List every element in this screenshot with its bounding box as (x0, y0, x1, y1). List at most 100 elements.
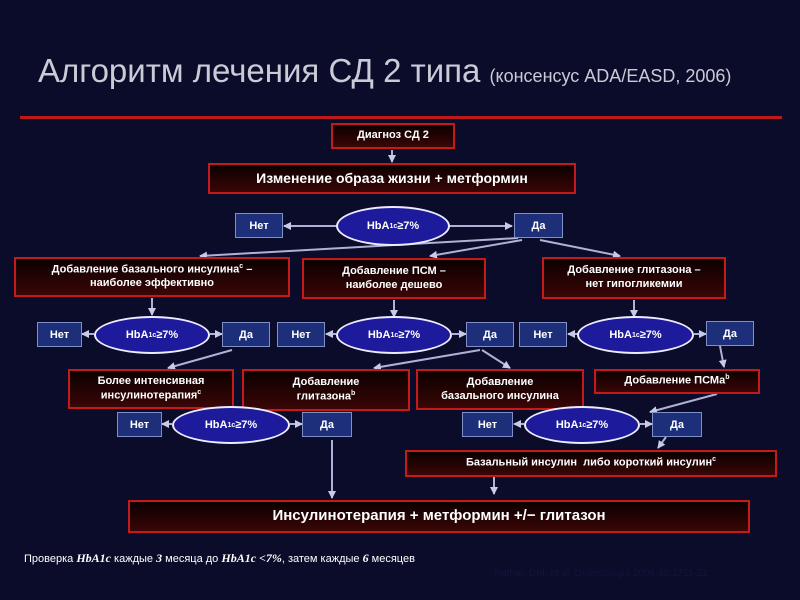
footer-mid2: месяца до (162, 553, 222, 565)
basal-line1: Добавление базального инсулина (51, 263, 240, 276)
footer-note: Проверка HbA1c каждые 3 месяца до HbA1c … (24, 551, 415, 566)
arrow-yes-add-glit (373, 349, 481, 371)
footer-hba2: HbA1c <7% (221, 551, 282, 565)
footer-mid3: , затем каждые (281, 553, 363, 565)
test-suffix: ≥7% (586, 419, 609, 431)
add-glitazone-box: Добавление глитазонаb (242, 369, 410, 411)
basal-or-short-sup: c (712, 456, 717, 464)
basal-insulin-box: Добавление базального инсулинаc – наибол… (14, 257, 290, 297)
add-psm-sup: b (725, 374, 730, 382)
psm-box: Добавление ПСМ – наиболее дешево (302, 258, 486, 299)
test-suffix: ≥7% (235, 419, 258, 431)
test-suffix: ≥7% (398, 329, 421, 341)
test-suffix: ≥7% (397, 220, 420, 232)
intensive-sup: c (197, 388, 202, 396)
test-sub: 1c (148, 331, 157, 339)
yes-box-3: Да (466, 322, 514, 347)
arrow-yes-add-psm (718, 345, 727, 368)
glit-line1: Добавление глитазона – (567, 264, 701, 277)
add-basal-box: Добавление базального инсулина (416, 369, 584, 410)
basal-line2: наиболее эффективно (90, 277, 214, 290)
psm-line1: Добавление ПСМ – (342, 264, 446, 277)
final-therapy-box: Инсулинотерапия + метформин +/− глитазон (128, 500, 750, 533)
test-label: HbA (366, 220, 390, 232)
footer-prefix: Проверка (24, 553, 77, 565)
arrow-yes-psm (429, 239, 523, 259)
test-label: HbA (555, 419, 579, 431)
footer-n1: 3 (156, 551, 163, 565)
yes-box-1: Да (514, 213, 563, 238)
arrow-yes-intensive (167, 349, 233, 370)
yes-box-6: Да (652, 412, 702, 437)
no-box-5: Нет (117, 412, 162, 437)
yes-box-4: Да (706, 321, 754, 346)
no-box-4: Нет (519, 322, 567, 347)
add-basal-line1: Добавление (466, 375, 534, 388)
basal-or-short-box: Базальный инсулин либо короткий инсулинc (405, 450, 777, 477)
basal-sup: c (239, 262, 244, 270)
footer-mid4: месяцев (368, 553, 415, 565)
no-label: Нет (291, 328, 311, 341)
yes-label: Да (670, 418, 684, 431)
test-label: HbA (125, 329, 149, 341)
add-psm-text: Добавление ПСМа (624, 374, 726, 387)
test-sub: 1c (631, 331, 640, 339)
intensive-line1: Более интенсивная (97, 374, 205, 387)
add-glit-line2: глитазона (296, 390, 352, 403)
intensive-line2: инсулинотерапия (100, 389, 198, 402)
no-box-1: Нет (235, 213, 283, 238)
final-therapy-text: Инсулинотерапия + метформин +/− глитазон (272, 507, 606, 525)
glitazone-box: Добавление глитазона – нет гипогликемии (542, 257, 726, 299)
arrow-add-psm-test (649, 393, 718, 415)
no-box-3: Нет (277, 322, 325, 347)
footer-hba: HbA1c (76, 551, 111, 565)
test-label: HbA (204, 419, 228, 431)
add-glit-sup: b (351, 389, 356, 397)
basal-line1-end: – (243, 263, 253, 276)
no-label: Нет (49, 328, 70, 341)
yes-label: Да (239, 328, 253, 341)
add-psm-box: Добавление ПСМаb (594, 369, 760, 394)
test-label: HbA (609, 329, 632, 341)
test-sub: 1c (227, 421, 236, 429)
lifestyle-box: Изменение образа жизни + метформин (208, 163, 576, 194)
test-sub: 1c (390, 331, 399, 339)
no-box-2: Нет (37, 322, 82, 347)
no-label: Нет (249, 219, 269, 232)
title-subtitle: (консенсус ADA/EASD, 2006) (489, 66, 732, 86)
no-label: Нет (477, 418, 498, 431)
diagnosis-text: Диагноз СД 2 (357, 129, 429, 142)
add-basal-line2: базального инсулина (441, 389, 559, 402)
lifestyle-text: Изменение образа жизни + метформин (256, 169, 528, 186)
test-suffix: ≥7% (639, 329, 662, 341)
no-label: Нет (129, 418, 150, 431)
title-main: Алгоритм лечения СД 2 типа (38, 52, 481, 89)
test-sub: 1c (389, 222, 398, 230)
no-label: Нет (533, 328, 553, 341)
test-suffix: ≥7% (156, 329, 179, 341)
yes-label: Да (320, 418, 334, 431)
footer-n2: 6 (362, 551, 369, 565)
test-label: HbA (367, 329, 391, 341)
yes-label: Да (531, 219, 546, 232)
test-sub: 1c (578, 421, 587, 429)
footer-mid1: каждые (111, 553, 157, 565)
no-box-6: Нет (462, 412, 513, 437)
basal-or-short-text: Базальный инсулин либо короткий инсулин (465, 456, 713, 469)
yes-label: Да (723, 327, 737, 340)
psm-line2: наиболее дешево (345, 278, 443, 291)
add-glit-line1: Добавление (292, 375, 360, 388)
arrow-yes-glit (539, 239, 621, 259)
arrow-yes-add-basal (481, 349, 511, 369)
yes-box-2: Да (222, 322, 270, 347)
intensive-insulin-box: Более интенсивная инсулинотерапияc (68, 369, 234, 409)
citation: Nathan DM, et al. Diabetologia 2006;49:1… (494, 568, 708, 579)
